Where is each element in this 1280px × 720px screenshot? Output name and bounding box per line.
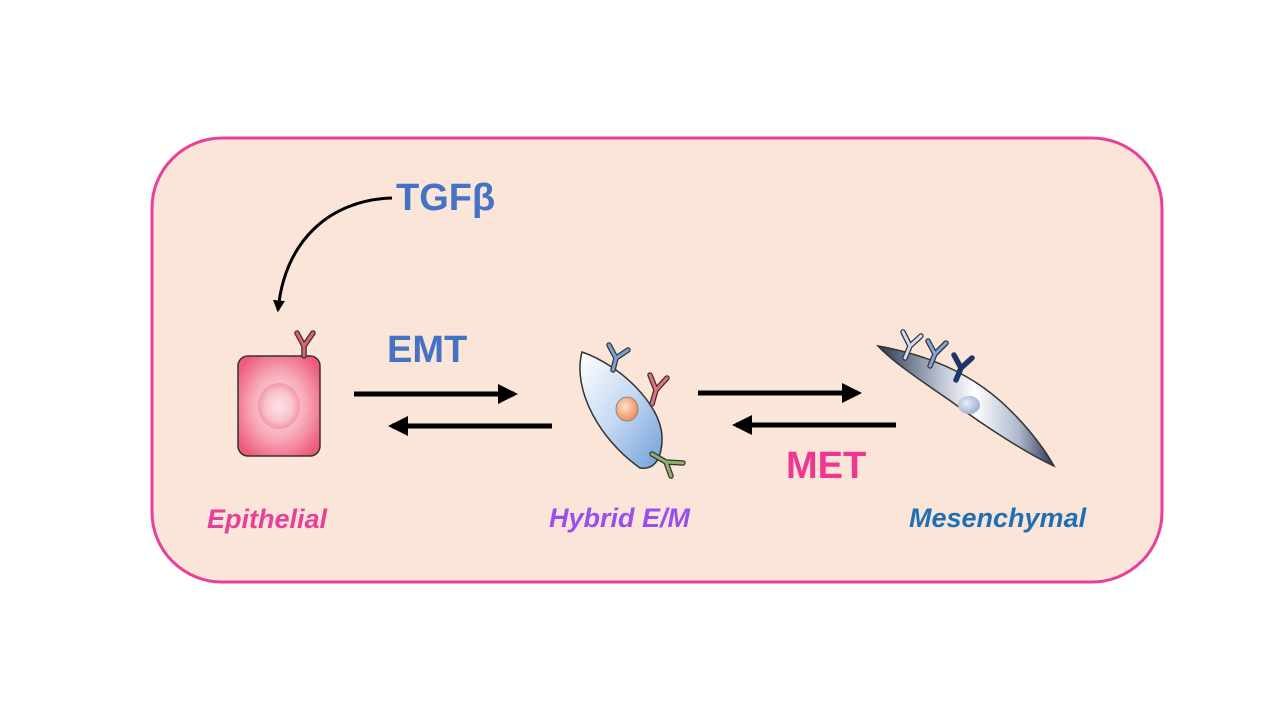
epithelial-label: Epithelial bbox=[207, 504, 328, 534]
met-label: MET bbox=[786, 445, 866, 487]
tgfb-arrow bbox=[272, 196, 393, 313]
hybrid-label: Hybrid E/M bbox=[549, 503, 691, 533]
panel-background bbox=[150, 136, 1164, 584]
mesenchymal-cell-icon bbox=[875, 329, 1056, 468]
epithelial-cell-icon bbox=[237, 330, 321, 457]
mesenchymal-label: Mesenchymal bbox=[909, 503, 1087, 533]
hybrid-cell-icon bbox=[579, 342, 686, 479]
emt-label: EMT bbox=[387, 329, 467, 371]
tgfb-label: TGFβ bbox=[396, 177, 495, 219]
